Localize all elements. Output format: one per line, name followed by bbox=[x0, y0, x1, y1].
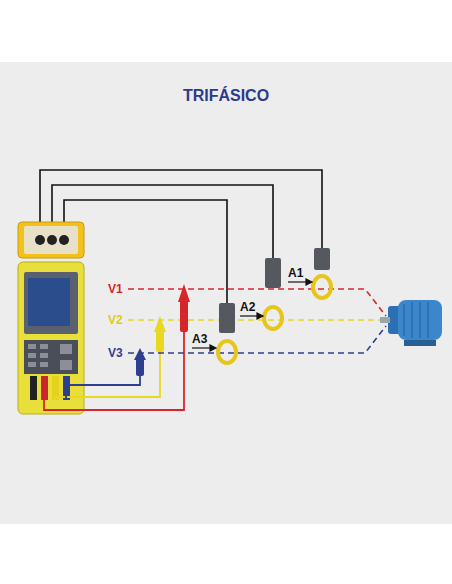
current-clamp bbox=[313, 248, 331, 298]
yellow-probe bbox=[154, 316, 166, 352]
clamp-label: A3 bbox=[192, 333, 207, 345]
jack bbox=[35, 235, 45, 245]
red-probe bbox=[178, 284, 190, 332]
keypad bbox=[24, 340, 78, 374]
adapter-face bbox=[24, 226, 78, 254]
phase-label: V2 bbox=[108, 314, 123, 326]
phase-lines bbox=[128, 289, 386, 353]
keys bbox=[28, 344, 72, 370]
current-clamp bbox=[264, 258, 282, 329]
current-clamp bbox=[218, 303, 236, 363]
motor bbox=[380, 300, 442, 346]
power-analyzer bbox=[18, 262, 84, 414]
jack bbox=[59, 235, 69, 245]
background-panel bbox=[0, 62, 452, 524]
phase-label: V3 bbox=[108, 347, 123, 359]
clamp-arrows bbox=[192, 279, 312, 351]
clamp-label: A1 bbox=[288, 267, 303, 279]
blue-probe bbox=[134, 348, 146, 376]
clamp-label: A2 bbox=[240, 301, 255, 313]
screen bbox=[28, 278, 70, 326]
clamp-adapter bbox=[18, 222, 84, 258]
phase-label: V1 bbox=[108, 283, 123, 295]
screen-frame bbox=[24, 272, 78, 334]
jack bbox=[47, 235, 57, 245]
diagram-title: TRIFÁSICO bbox=[183, 88, 269, 104]
